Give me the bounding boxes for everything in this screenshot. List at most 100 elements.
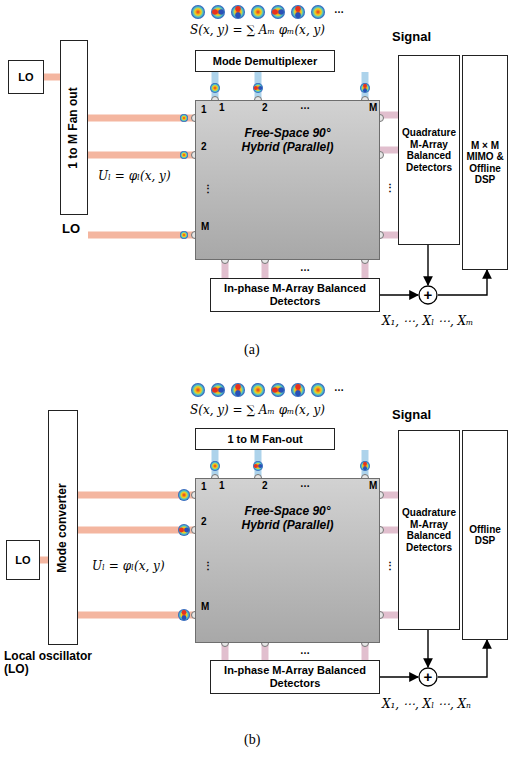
output-formula: X₁, ⋯, Xₗ ⋯, Xₘ (382, 315, 473, 328)
node-text: In-phase M-Array Balanced Detectors (213, 282, 377, 307)
ellipsis-mark: … (300, 478, 310, 489)
output-formula: X₁, ⋯, Xₗ ⋯, Xₙ (382, 698, 471, 711)
ellipsis-mark: … (300, 645, 310, 656)
node-text: M × M MIMO & Offline DSP (465, 140, 505, 186)
oscillator-box: LO (6, 540, 40, 580)
ellipsis-mark: ⋮ (203, 560, 213, 571)
mode-pattern (178, 609, 190, 621)
light-beam (380, 115, 398, 235)
mode-patterns (178, 5, 384, 647)
mode-pattern (360, 461, 370, 471)
ellipsis-mark: … (300, 100, 310, 111)
signal-arrow (380, 294, 418, 295)
port-number: 1 (201, 104, 207, 115)
port-number: 1 (219, 480, 225, 491)
mode-pattern (231, 383, 245, 397)
mode-converter-box: Mode converter (48, 410, 78, 645)
signal-arrow (380, 676, 418, 677)
port-number: 2 (201, 516, 207, 527)
mode-pattern (210, 461, 220, 471)
fanout-box: 1 to M Fan-out (195, 428, 335, 450)
mode-pattern (210, 83, 220, 93)
lo-label: Local oscillator (LO) (4, 650, 100, 676)
ellipsis-mark: ⋮ (385, 182, 395, 193)
panel-caption: (b) (244, 732, 260, 747)
node-text: Free-Space 90° Hybrid (Parallel) (240, 127, 336, 155)
node-text: In-phase M-Array Balanced Detectors (213, 664, 377, 689)
node-text: 1 to M Fan out (67, 87, 81, 168)
light-beam (215, 450, 365, 478)
ellipsis-mark: … (334, 382, 344, 393)
mode-pattern (178, 489, 190, 501)
signal-formula: S(x, y) = ∑ Aₘ φₘ(x, y) (190, 404, 325, 417)
adder-circle: + (418, 667, 438, 687)
mode-pattern (253, 461, 263, 471)
dsp-box: Offline DSP (462, 430, 508, 640)
adder-circle-outline (419, 668, 437, 686)
light-beam (88, 118, 195, 235)
mode-pattern (271, 383, 285, 397)
mode-pattern (231, 5, 245, 19)
node-text: 1 to M Fan-out (227, 433, 302, 446)
light-beam (215, 72, 365, 100)
port-number: 2 (201, 141, 207, 152)
port-number: M (369, 480, 377, 491)
port-number: 1 (219, 102, 225, 113)
fanout-box: 1 to M Fan out (60, 40, 88, 215)
node-text: + (424, 286, 433, 303)
node-text: + (424, 668, 433, 685)
detector-box: Quadrature M-Array Balanced Detectors (398, 430, 460, 630)
adder-circle-outline (419, 286, 437, 304)
node-text: Quadrature M-Array Balanced Detectors (401, 127, 457, 173)
light-beam (78, 495, 195, 615)
ellipsis-mark: … (300, 262, 310, 273)
signal-arrow (438, 640, 487, 677)
mode-pattern (211, 5, 225, 19)
mode-pattern (180, 231, 188, 239)
dsp-box: M × M MIMO & Offline DSP (462, 55, 508, 270)
signal-label: Signal (392, 30, 431, 44)
mode-pattern (271, 5, 285, 19)
ellipsis-mark: … (334, 4, 344, 15)
mode-pattern (311, 5, 325, 19)
detector-box: In-phase M-Array Balanced Detectors (210, 660, 380, 694)
port-number: 1 (201, 481, 207, 492)
port-number: M (201, 601, 209, 612)
lo-formula: Uₗ = φₗ(x, y) (92, 560, 165, 573)
hybrid-box: Free-Space 90° Hybrid (Parallel) (195, 478, 380, 643)
detector-box: Quadrature M-Array Balanced Detectors (398, 55, 460, 245)
oscillator-box: LO (8, 60, 44, 94)
mode-pattern (291, 383, 305, 397)
lo-label: LO (62, 222, 80, 236)
mode-pattern (311, 383, 325, 397)
port-number: 2 (262, 480, 268, 491)
signal-arrow (427, 630, 428, 667)
port-number: M (201, 221, 209, 232)
mode-pattern (180, 151, 188, 159)
connectors (40, 72, 487, 677)
lo-formula: Uₗ = φₗ(x, y) (98, 170, 171, 183)
mode-pattern (180, 114, 188, 122)
node-text: Mode converter (56, 483, 70, 572)
mode-pattern (211, 383, 225, 397)
mode-pattern (251, 5, 265, 19)
mode-pattern (360, 83, 370, 93)
signal-arrow (438, 270, 487, 295)
detector-box: In-phase M-Array Balanced Detectors (210, 278, 380, 312)
ellipsis-mark: ⋮ (385, 560, 395, 571)
light-beam (380, 495, 398, 615)
light-beam (40, 557, 48, 564)
adder-circle: + (418, 285, 438, 305)
mode-pattern (251, 383, 265, 397)
signal-formula: S(x, y) = ∑ Aₘ φₘ(x, y) (190, 24, 325, 37)
node-text: Offline DSP (465, 524, 505, 547)
node-text: LO (18, 71, 33, 84)
signal-arrow (427, 245, 428, 285)
light-beam (225, 643, 365, 660)
panel-caption: (a) (244, 342, 260, 357)
node-text: Free-Space 90° Hybrid (Parallel) (240, 505, 336, 533)
mode-pattern (291, 5, 305, 19)
node-text: Mode Demultiplexer (213, 55, 318, 68)
mode-pattern (191, 383, 205, 397)
